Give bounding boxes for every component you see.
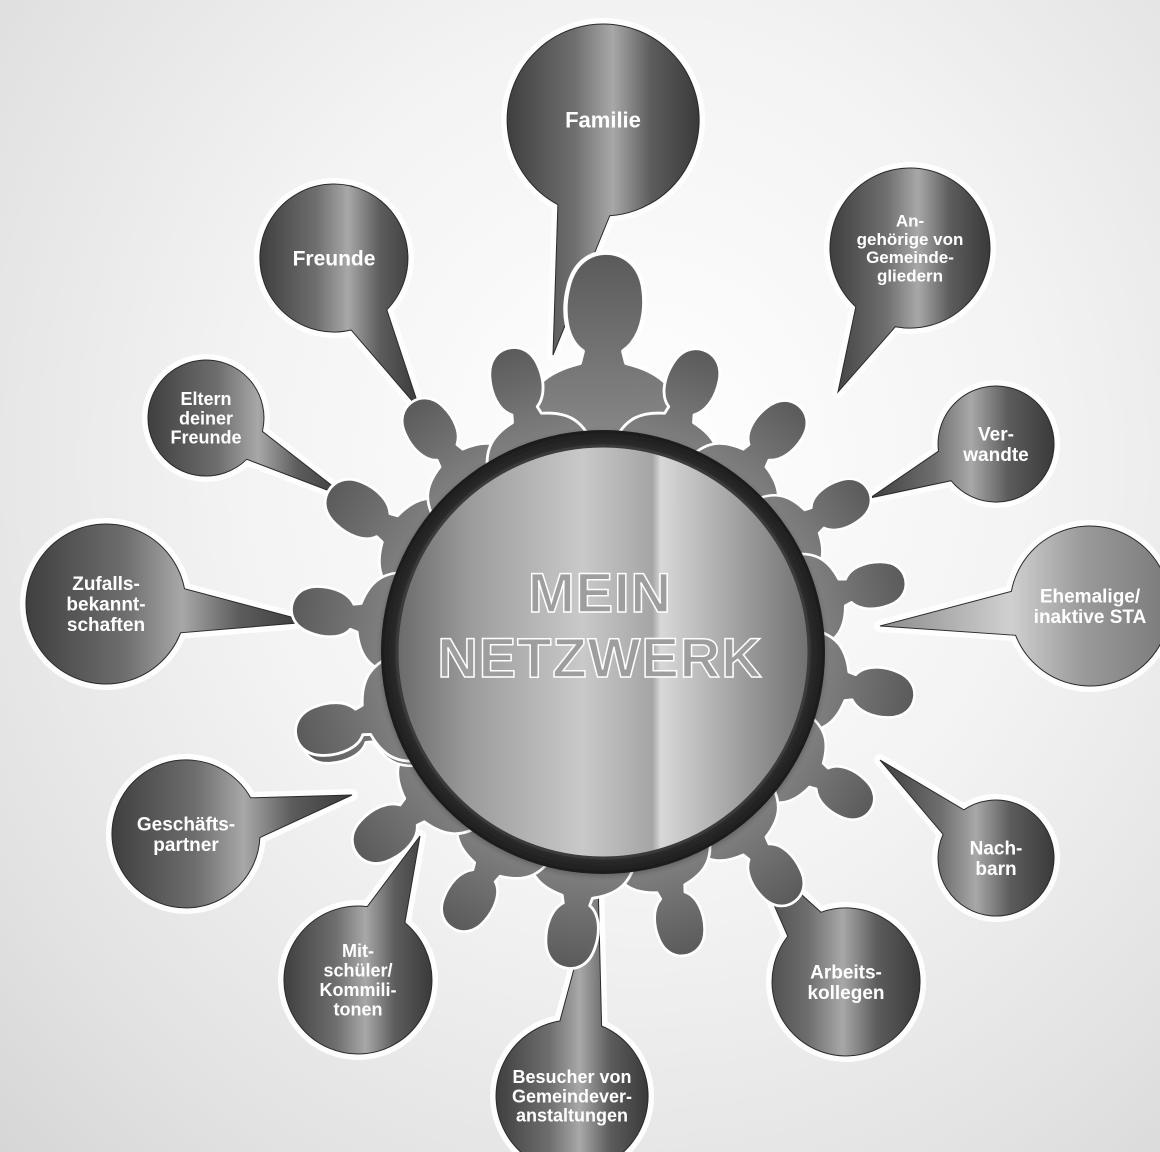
bubble-label: partner — [153, 835, 219, 856]
bubble-label: Gemeindever- — [512, 1086, 632, 1106]
people-silhouettes — [290, 250, 916, 970]
bubble-label: inaktive STA — [1034, 607, 1147, 628]
bubble-label: Besucher von — [512, 1067, 631, 1087]
bubble-ehemalige: Ehemalige/inaktive STA — [874, 520, 1160, 692]
bubble-label: Ver- — [978, 424, 1014, 445]
bubble-familie: Familie — [501, 18, 706, 361]
bubble-label: Freunde — [170, 428, 241, 448]
bubble-label: deiner — [179, 408, 233, 428]
bubble-label: Nach- — [970, 838, 1023, 859]
bubble-label: Kommili- — [319, 980, 396, 1000]
bubble-body — [111, 759, 353, 909]
bubble-mitschueler: Mit-schüler/Kommili-tonen — [277, 830, 438, 1060]
bubble-label: Eltern — [180, 389, 231, 409]
bubble-body — [495, 879, 649, 1152]
person-silhouette — [400, 396, 527, 533]
bubble-label: kollegen — [807, 983, 884, 1004]
center-title-line1: MEIN — [528, 561, 672, 624]
bubble-label: gliedern — [877, 267, 943, 286]
bubble-freunde: Freunde — [253, 178, 426, 416]
bubble-label: anstaltungen — [516, 1106, 628, 1126]
bubble-label: Gemeinde- — [866, 248, 954, 267]
center-disc: MEIN NETZWERK — [381, 430, 825, 874]
bubble-label: wandte — [962, 445, 1028, 466]
bubble-body — [147, 359, 349, 499]
bubble-body — [879, 525, 1160, 687]
bubble-label: Freunde — [293, 247, 376, 270]
bubble-body — [869, 385, 1055, 503]
bubble-body — [879, 759, 1055, 917]
bubble-label: Mit- — [342, 941, 374, 961]
person-silhouette — [679, 771, 806, 908]
person-silhouette — [747, 706, 876, 821]
bubble-body — [25, 523, 311, 685]
bubble-body — [506, 23, 700, 356]
bubble-nachbarn: Nach-barn — [874, 754, 1061, 922]
bubble-label: Zufalls- — [72, 574, 140, 595]
bubble-label: An- — [896, 211, 924, 230]
bubble-label: tonen — [334, 1000, 383, 1020]
center-title-line2: NETZWERK — [437, 626, 762, 689]
person-silhouette — [742, 477, 873, 591]
bubble-label: schaften — [67, 615, 145, 636]
bubble-body — [259, 183, 421, 411]
bubble-label: schüler/ — [323, 961, 392, 981]
bubble-body — [283, 835, 433, 1055]
bubble-geschaeft: Geschäfts-partner — [106, 753, 358, 914]
bubble-verwandte: Ver-wandte — [864, 380, 1061, 509]
center-disc-face — [395, 444, 811, 860]
person-silhouette — [516, 250, 690, 450]
person-silhouette — [440, 797, 560, 933]
bubble-label: Geschäfts- — [137, 814, 235, 835]
bubble-body — [829, 167, 991, 394]
bubble-label: barn — [975, 859, 1016, 880]
bubble-label: bekannt- — [66, 595, 145, 616]
bubble-label: gehörige von — [857, 230, 964, 249]
bubble-zufall: Zufalls-bekannt-schaften — [19, 517, 316, 690]
person-silhouette — [350, 731, 494, 865]
bubble-label: Arbeits- — [810, 962, 882, 983]
bubble-label: Familie — [565, 108, 641, 133]
bubble-label: Ehemalige/ — [1040, 586, 1141, 607]
